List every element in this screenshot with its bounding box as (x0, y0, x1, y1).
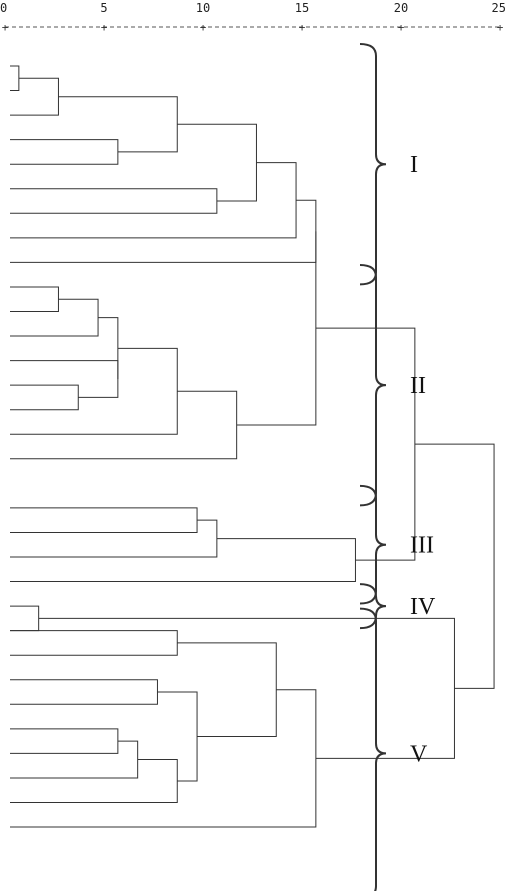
dendrogram-link (10, 65, 20, 92)
distance-axis: +0 +5 +10 +15 +20 +25 (0, 1, 506, 34)
dendrogram-link (10, 740, 139, 779)
dendrogram-link (10, 507, 198, 533)
dendrogram-link (10, 162, 297, 239)
dendrogram-link (10, 605, 40, 632)
axis-tick-mark: + (398, 21, 405, 34)
dendrogram-link (10, 630, 178, 656)
dendrogram-link (10, 728, 119, 754)
cluster-brace (359, 607, 387, 891)
dendrogram-link (177, 642, 277, 738)
dendrogram-link (10, 390, 238, 460)
axis-tick-mark: + (497, 21, 504, 34)
dendrogram-link (10, 286, 59, 312)
dendrogram-link (236, 231, 317, 426)
axis-tick-label: 5 (100, 1, 107, 15)
axis-tick-label: 10 (196, 1, 210, 15)
cluster-brace (359, 484, 387, 605)
dendrogram-link (10, 679, 158, 705)
dendrogram-branches (10, 65, 495, 828)
cluster-label: I (410, 152, 418, 178)
cluster-label: III (410, 533, 434, 559)
axis-tick-mark: + (299, 21, 306, 34)
dendrogram-link (414, 443, 495, 689)
dendrogram-link (10, 347, 178, 435)
cluster-brace (359, 43, 387, 286)
axis-tick-mark: + (101, 21, 108, 34)
dendrogram-link (38, 617, 455, 759)
axis-tick-label: 15 (295, 1, 309, 15)
cluster-label: IV (410, 594, 436, 620)
axis-tick-mark: + (2, 21, 9, 34)
axis-tick-mark: + (200, 21, 207, 34)
dendrogram-link (10, 199, 317, 263)
dendrogram-link (10, 759, 178, 803)
dendrogram-link (10, 139, 119, 165)
cluster-label: V (410, 741, 428, 767)
dendrogram-link (10, 538, 356, 583)
dendrogram-link (10, 384, 79, 411)
cluster-brace (359, 263, 387, 507)
dendrogram-link (10, 689, 317, 828)
dendrogram-link (10, 519, 218, 558)
dendrogram-link (10, 188, 218, 214)
dendrogram-link (315, 327, 416, 561)
axis-tick-label: 25 (492, 1, 506, 15)
axis-tick-label: 20 (394, 1, 408, 15)
dendrogram-link (98, 317, 119, 380)
dendrogram-link (10, 360, 119, 398)
dendrogram-link (10, 298, 99, 337)
axis-tick-label: 0 (0, 1, 7, 15)
cluster-brace (359, 583, 387, 630)
dendrogram-link (10, 77, 59, 116)
cluster-label: II (410, 373, 426, 399)
